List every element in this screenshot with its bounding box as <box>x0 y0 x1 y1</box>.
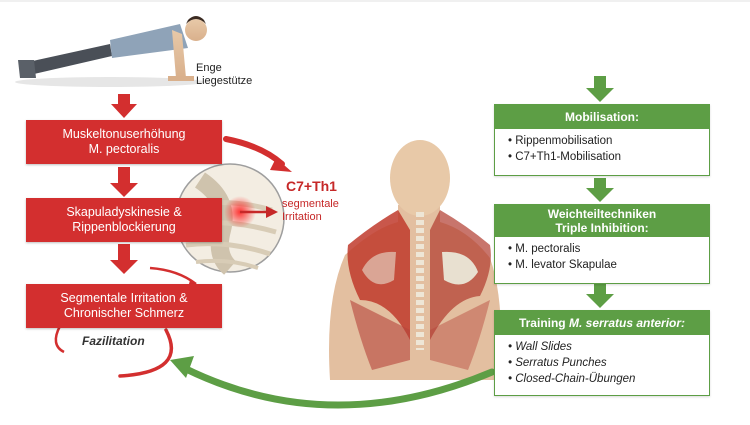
panel-training-title: Training M. serratus anterior: <box>495 311 709 335</box>
pushup-label-line1: Enge <box>196 62 222 74</box>
spine-desc-line1: segmentale <box>282 198 339 210</box>
pushup-label-line2: Liegestütze <box>196 75 253 87</box>
panel-mobilisation: Mobilisation: Rippenmobilisation C7+Th1-… <box>494 104 710 176</box>
panel-soft-tissue: Weichteiltechniken Triple Inhibition: M.… <box>494 204 710 284</box>
box-segmental-irritation: Segmentale Irritation & Chronischer Schm… <box>26 284 222 328</box>
panel-training: Training M. serratus anterior: Wall Slid… <box>494 310 710 396</box>
panel-training-title-prefix: Training <box>518 316 569 330</box>
box-scapular-dyskinesis: Skapuladyskinesie & Rippenblockierung <box>26 198 222 242</box>
pushup-figure <box>15 16 207 87</box>
box-segmental-irritation-line2: Chronischer Schmerz <box>63 306 185 320</box>
list-item: C7+Th1-Mobilisation <box>508 149 709 165</box>
panel-soft-tissue-title: Weichteiltechniken Triple Inhibition: <box>495 205 709 237</box>
box-muscle-tone: Muskeltonuserhöhung M. pectoralis <box>26 120 222 164</box>
spine-desc-line2: Irritation <box>282 211 322 223</box>
panel-mobilisation-title: Mobilisation: <box>495 105 709 129</box>
box-scapular-dyskinesis-line2: Rippenblockierung <box>72 220 176 234</box>
panel-soft-tissue-list: M. pectoralis M. levator Skapulae <box>495 237 709 273</box>
list-item: Serratus Punches <box>508 355 709 371</box>
list-item: M. levator Skapulae <box>508 257 709 273</box>
spine-segment-desc: segmentale Irritation <box>282 198 339 224</box>
panel-training-list: Wall Slides Serratus Punches Closed-Chai… <box>495 335 709 387</box>
back-anatomy-illustration <box>329 140 502 380</box>
panel-training-title-emph: M. serratus anterior: <box>568 316 686 330</box>
list-item: Wall Slides <box>508 339 709 355</box>
spine-segment-label: C7+Th1 <box>286 178 337 194</box>
box-muscle-tone-line2: M. pectoralis <box>88 142 160 156</box>
box-scapular-dyskinesis-line1: Skapuladyskinesie & <box>66 205 182 219</box>
list-item: Rippenmobilisation <box>508 133 709 149</box>
panel-soft-tissue-title-line1: Weichteiltechniken <box>547 207 657 221</box>
panel-mobilisation-list: Rippenmobilisation C7+Th1-Mobilisation <box>495 129 709 165</box>
list-item: Closed-Chain-Übungen <box>508 371 709 387</box>
box-segmental-irritation-line1: Segmentale Irritation & <box>60 291 188 305</box>
panel-soft-tissue-title-line2: Triple Inhibition: <box>555 221 649 235</box>
box-muscle-tone-line1: Muskeltonuserhöhung <box>62 127 186 141</box>
list-item: M. pectoralis <box>508 241 709 257</box>
pushup-label: Enge Liegestütze <box>196 62 252 88</box>
facilitation-label: Fazilitation <box>82 334 145 348</box>
